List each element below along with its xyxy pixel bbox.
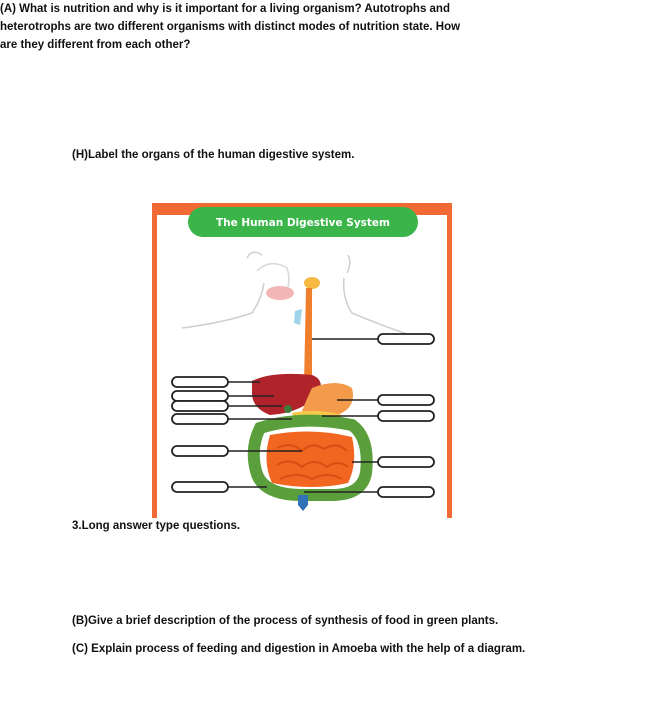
gallbladder [284,405,292,413]
salivary-gland [304,277,320,289]
pharynx-icon [294,309,302,325]
label-box-left-3 [171,400,229,412]
large-intestine [247,414,373,501]
digestive-system-figure: The Human Digestive System [152,203,452,518]
liver [252,373,321,415]
question-a: (A) What is nutrition and why is it impo… [0,0,520,54]
label-box-left-2 [171,390,229,402]
stomach [302,383,353,418]
label-box-right-2 [377,394,435,406]
label-box-left-4 [171,413,229,425]
section-3-heading: 3.Long answer type questions. [72,520,241,532]
figure-frame-left [152,203,157,518]
question-b: (B)Give a brief description of the proce… [72,615,499,627]
label-box-right-5 [377,486,435,498]
label-box-right-3 [377,410,435,422]
label-box-right-1 [377,333,435,345]
rectum [298,495,308,511]
label-box-left-1 [171,376,229,388]
body-outline [181,251,421,339]
question-a-line-1: (A) What is nutrition and why is it impo… [0,3,450,15]
small-intestine-folds [276,444,349,481]
esophagus [304,288,318,397]
figure-frame-right [447,203,452,518]
left-label-lines [228,381,302,488]
label-box-left-6 [171,481,229,493]
question-a-line-2: heterotrophs are two different organisms… [0,21,461,33]
figure-title: The Human Digestive System [216,217,390,229]
question-a-line-3: are they different from each other? [0,39,191,51]
question-h: (H)Label the organs of the human digesti… [72,149,355,161]
label-box-right-4 [377,456,435,468]
mouth [266,286,294,300]
label-box-left-5 [171,445,229,457]
question-c: (C) Explain process of feeding and diges… [72,643,526,655]
title-banner [188,207,418,237]
right-label-lines [304,338,378,493]
right-label-boxes [377,333,435,498]
